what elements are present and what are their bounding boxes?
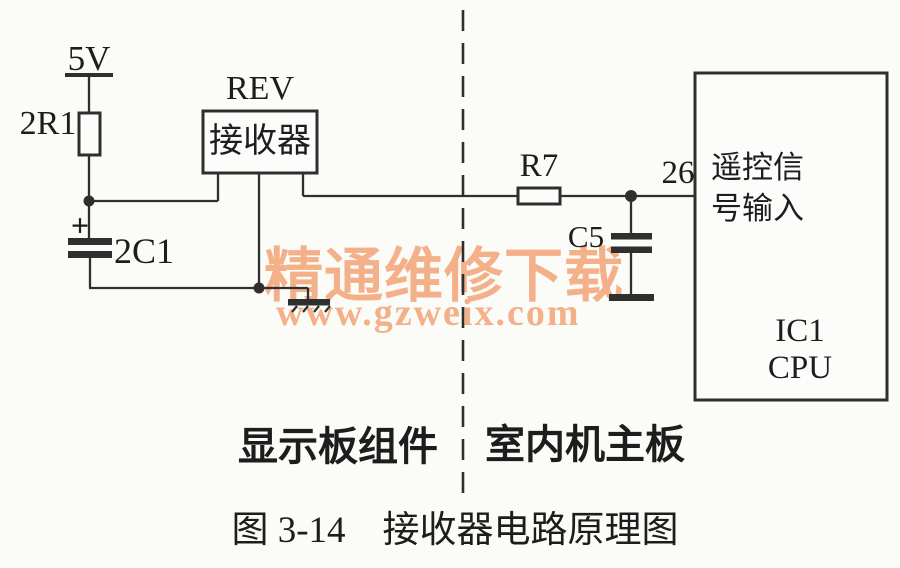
ic-name-label: CPU <box>767 350 833 386</box>
capacitor-2c1-plate-top <box>68 238 112 245</box>
section-label-indoor-mainboard: 室内机主板 <box>485 422 685 467</box>
receiver-box <box>201 109 319 175</box>
capacitor-2c1-polarity: + <box>70 207 90 243</box>
figure-caption: 图 3-14 接收器电路原理图 <box>231 510 679 551</box>
receiver-ref-label: REV <box>226 70 294 107</box>
power-label: 5V <box>67 39 111 78</box>
capacitor-c5-plate-bottom <box>611 246 652 253</box>
resistor-r7-body <box>516 186 562 206</box>
capacitor-2c1-label: 2C1 <box>114 231 175 271</box>
section-label-display-board: 显示板组件 <box>238 424 438 469</box>
ground-symbol-bar <box>288 299 330 306</box>
cpu-pin-number: 26 <box>661 155 695 191</box>
junction-dot-c5 <box>625 190 637 202</box>
resistor-r7-label: R7 <box>519 148 559 184</box>
watermark-text: 精通维修下载 <box>264 243 625 309</box>
cpu-box <box>693 71 889 402</box>
capacitor-2c1-plate-bottom <box>68 251 112 258</box>
capacitor-c5-plate-top <box>611 233 652 240</box>
cpu-pin-function-line2: 号输入 <box>711 191 804 226</box>
receiver-name-label: 接收器 <box>209 123 311 161</box>
capacitor-c5-ground-bar <box>609 294 654 301</box>
capacitor-c5-label: C5 <box>567 219 605 254</box>
cpu-pin-function-line1: 遥控信 <box>711 150 804 185</box>
ic-ref-label: IC1 <box>775 313 825 349</box>
junction-dot-bottom <box>253 282 265 294</box>
resistor-2r1-body <box>77 111 102 157</box>
resistor-2r1-label: 2R1 <box>19 105 77 142</box>
ground-symbol-ticks <box>291 305 331 313</box>
junction-dot-left <box>83 195 95 207</box>
